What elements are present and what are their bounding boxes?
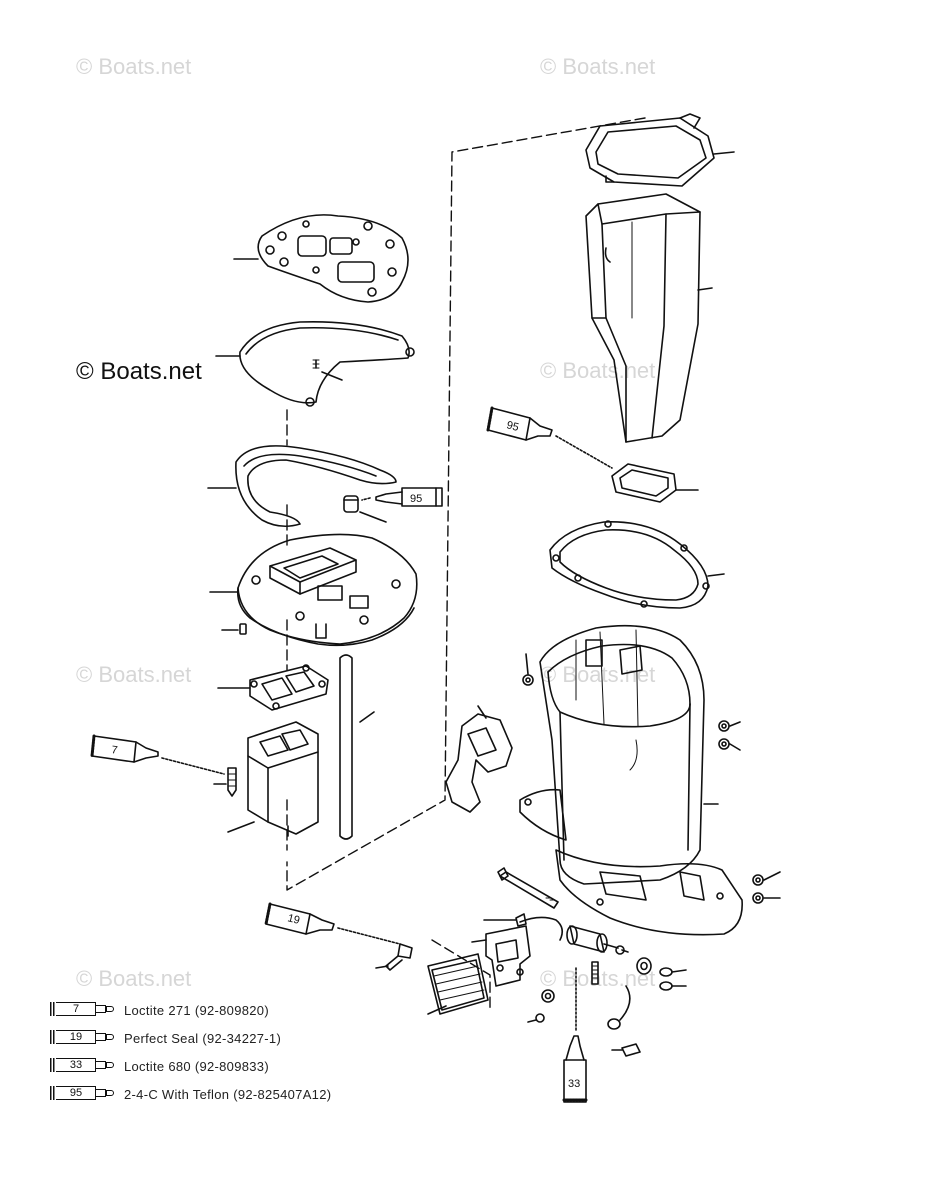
adapter-seal-ring bbox=[215, 320, 415, 407]
tube-icon: 95 bbox=[50, 1085, 118, 1103]
legend-label: Loctite 271 (92-809820) bbox=[124, 1002, 269, 1018]
reed-gasket bbox=[217, 664, 329, 711]
watermark-mid-right: © Boats.net bbox=[540, 358, 656, 383]
watermark-main: © Boats.net bbox=[76, 358, 202, 385]
top-gasket-plate bbox=[233, 214, 409, 303]
driveshaft-housing bbox=[519, 624, 743, 936]
tube-icon: 33 bbox=[50, 1057, 118, 1075]
watermark-bottom-left: © Boats.net bbox=[76, 966, 192, 991]
sealant-tube-19 bbox=[264, 902, 401, 945]
dowel-pin bbox=[221, 623, 247, 635]
rubber-seal-band bbox=[207, 445, 397, 528]
rectangular-seal bbox=[611, 463, 699, 503]
center-mount-bracket bbox=[445, 705, 513, 813]
top-cover-gasket bbox=[585, 113, 735, 187]
sealant-tube-95-right bbox=[486, 406, 613, 469]
tube-7-label: 7 bbox=[111, 744, 119, 757]
tube-icon: 19 bbox=[50, 1029, 118, 1047]
watermark-top-left: © Boats.net bbox=[76, 54, 192, 79]
upper-housing bbox=[585, 193, 713, 443]
assembly-guide-lines bbox=[286, 117, 646, 1011]
bushing-part bbox=[343, 495, 387, 523]
stud bbox=[591, 961, 599, 985]
legend-row-2-4-c: 95 2-4-C With Teflon (92-825407A12) bbox=[50, 1080, 410, 1108]
watermark-lower-left: © Boats.net bbox=[76, 662, 192, 687]
housing-gasket bbox=[549, 520, 725, 609]
long-bolt bbox=[497, 867, 559, 909]
nuts-washers bbox=[522, 653, 781, 1003]
tube-33-label: 33 bbox=[568, 1078, 580, 1090]
wire-lead bbox=[607, 985, 641, 1057]
legend-label: Loctite 680 (92-809833) bbox=[124, 1058, 269, 1074]
tube-icon: 7 bbox=[50, 1001, 118, 1019]
pickup-bracket bbox=[471, 925, 531, 987]
tube-95-left-label: 95 bbox=[410, 493, 422, 505]
screw-bottom-left bbox=[375, 943, 413, 971]
watermark-top-right: © Boats.net bbox=[540, 54, 656, 79]
screw-left bbox=[213, 767, 237, 797]
speedometer-pickup bbox=[566, 925, 629, 955]
legend-row-loctite-271: 7 Loctite 271 (92-809820) bbox=[50, 996, 410, 1024]
legend-label: 2-4-C With Teflon (92-825407A12) bbox=[124, 1086, 332, 1102]
exhaust-pipe-block bbox=[227, 721, 319, 837]
water-intake-grille bbox=[427, 953, 489, 1015]
sealant-tube-95-left bbox=[361, 487, 443, 507]
small-screw bbox=[527, 1013, 545, 1023]
ground-wire-clip bbox=[483, 913, 564, 941]
tube-95-right-label: 95 bbox=[505, 419, 520, 434]
adapter-plate bbox=[209, 533, 418, 647]
legend-row-perfect-seal: 19 Perfect Seal (92-34227-1) bbox=[50, 1024, 410, 1052]
long-exhaust-tube bbox=[339, 654, 375, 840]
legend-label: Perfect Seal (92-34227-1) bbox=[124, 1030, 282, 1046]
sealant-tube-33 bbox=[562, 965, 588, 1103]
legend-row-loctite-680: 33 Loctite 680 (92-809833) bbox=[50, 1052, 410, 1080]
sealant-legend: 7 Loctite 271 (92-809820) 19 Perfect Sea… bbox=[50, 996, 410, 1108]
sealant-tube-7 bbox=[90, 734, 225, 775]
tube-19-label: 19 bbox=[286, 912, 301, 927]
